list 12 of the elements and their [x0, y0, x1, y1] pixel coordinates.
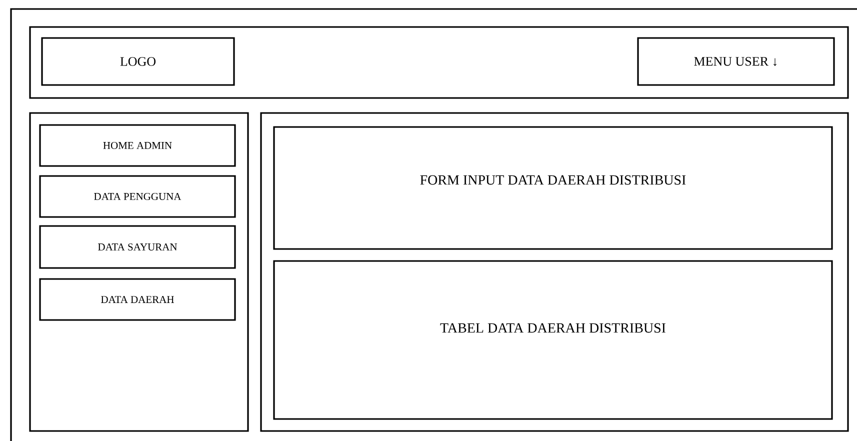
sidebar-panel [29, 112, 249, 432]
user-menu-button: MENU USER ↓ [637, 37, 835, 86]
header-bar [29, 26, 849, 99]
table-area: TABEL DATA DAERAH DISTRIBUSI [273, 260, 833, 420]
page-frame [10, 8, 857, 441]
form-area: FORM INPUT DATA DAERAH DISTRIBUSI [273, 126, 833, 250]
menu-item: DATA SAYURAN [39, 225, 236, 269]
menu-item: DATA PENGGUNA [39, 175, 236, 218]
menu-item: HOME ADMIN [39, 124, 236, 167]
content-panel [260, 112, 849, 432]
header-box: LOGO [41, 37, 235, 86]
menu-item: DATA DAERAH [39, 278, 236, 321]
